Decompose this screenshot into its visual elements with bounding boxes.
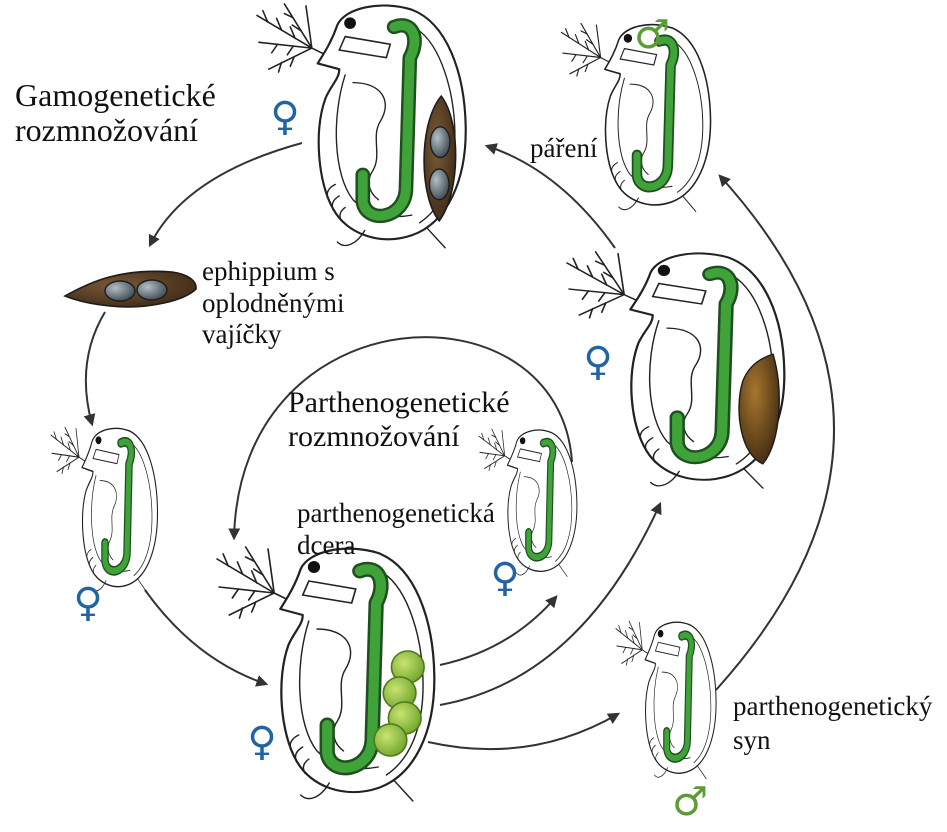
daphnia-hatched-female [51,427,158,592]
daphnia-parthenogenetic-son [616,621,716,778]
female-symbol-icon: ♀ [270,94,299,140]
label-line: oplodněnými [202,288,345,318]
fertilized-egg [429,169,449,200]
label-line: rozmnožování [288,420,460,453]
fertilized-egg [137,280,167,300]
parthenogenetic-reproduction-label: Parthenogenetické rozmnožování [288,386,517,453]
female-symbol-icon: ♀ [583,339,612,385]
male-symbol-icon: ♂ [672,779,708,825]
label-line: ephippium s [202,256,335,286]
arrow-female-to-mother [145,590,266,684]
female-symbol-icon: ♀ [247,719,276,765]
male-symbol-icon: ♂ [634,12,670,58]
label-line: parthenogenetický [733,691,933,721]
arrow-mother-to-daughter [440,597,556,665]
egg [374,724,407,756]
label-line: Gamogenetické [15,77,216,113]
fertilized-egg [105,281,135,301]
parthenogenetic-son-label: parthenogenetický syn [733,691,939,755]
label-line: vajíčky [202,319,282,349]
ephippium-label: ephippium s oplodněnými vajíčky [202,256,351,349]
label-line: syn [733,725,771,755]
female-symbol-icon: ♀ [73,580,102,626]
label-line: rozmnožování [15,112,198,148]
arrow-female-to-ephippium [150,143,302,245]
parthenogenetic-daughter-label: parthenogenetická dcera [297,498,502,560]
arrow-mother-to-son [428,714,618,749]
female-symbol-icon: ♀ [490,555,519,601]
fertilized-egg [430,127,450,158]
label-line: dcera [297,530,355,560]
gamogenetic-reproduction-label: Gamogenetické rozmnožování [15,77,224,148]
mating-label: páření [530,133,598,163]
label-line: parthenogenetická [297,498,495,528]
ephippium [65,271,196,307]
arrow-ephippium-to-female [86,312,105,424]
label-line: Parthenogenetické [288,386,510,419]
